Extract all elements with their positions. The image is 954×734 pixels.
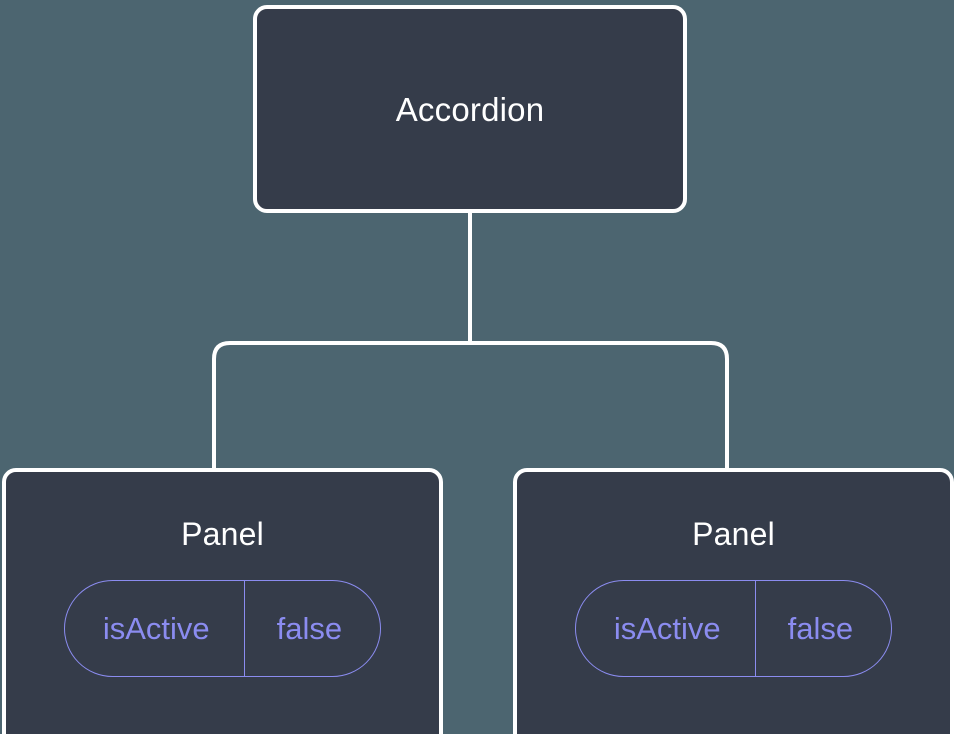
node-panel-1-label: Panel — [181, 516, 264, 552]
prop-pill-2-value: false — [754, 581, 891, 676]
prop-pill-2[interactable]: isActive false — [574, 580, 893, 677]
prop-pill-1-key: isActive — [102, 611, 210, 646]
node-panel-2-label: Panel — [692, 516, 775, 552]
node-panel-2[interactable]: Panel isActive false — [513, 468, 954, 734]
connector-branch-bar — [212, 341, 729, 472]
node-panel-1[interactable]: Panel isActive false — [2, 468, 443, 734]
node-accordion-label: Accordion — [395, 90, 545, 128]
prop-pill-1[interactable]: isActive false — [63, 580, 382, 677]
node-accordion[interactable]: Accordion — [253, 5, 687, 213]
prop-pill-2-key: isActive — [613, 611, 721, 646]
prop-pill-1-value: false — [243, 581, 380, 676]
